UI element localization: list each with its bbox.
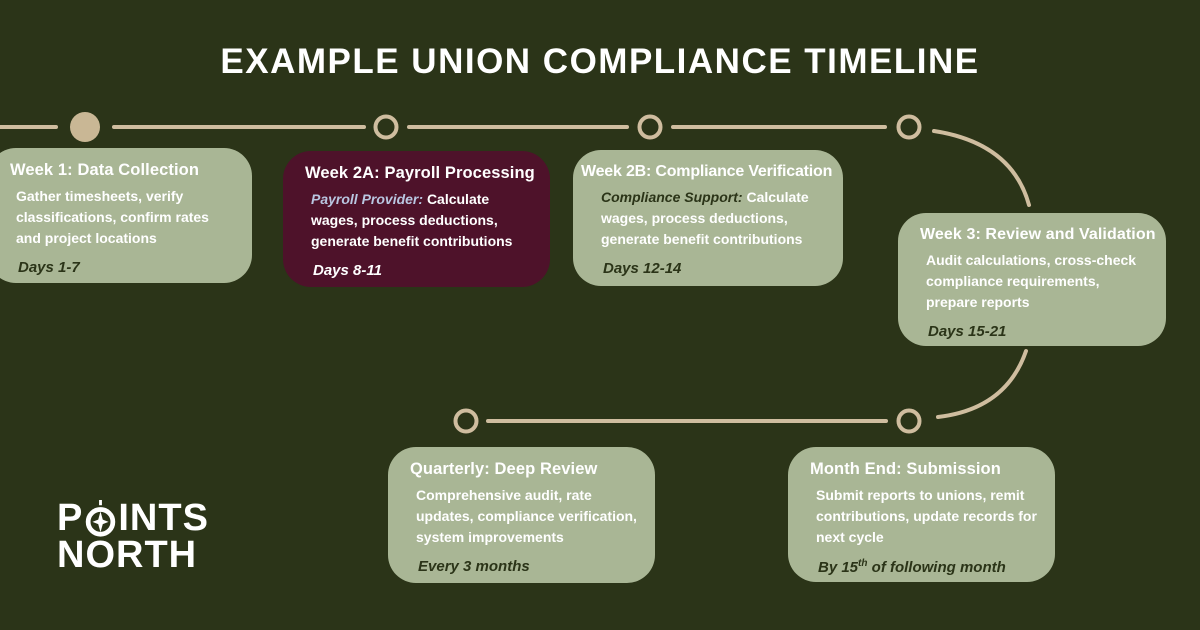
card-body: Audit calculations, cross-check complian… [926, 252, 1137, 310]
timeline-node-ring [896, 114, 922, 140]
card-body: Compliance Support: Calculate wages, pro… [601, 187, 827, 250]
card-title: Quarterly: Deep Review [410, 460, 598, 478]
card-week1-data-collection: Week 1: Data Collection Gather timesheet… [0, 148, 252, 283]
card-lead: Compliance Support: [601, 189, 743, 205]
card-monthend-submission: Month End: Submission Submit reports to … [788, 447, 1055, 582]
card-title: Month End: Submission [810, 460, 1001, 478]
card-footer: By 15th of following month [818, 558, 1039, 576]
timeline-node-ring [637, 114, 663, 140]
card-title: Week 2A: Payroll Processing [305, 164, 535, 182]
logo-line-2: NORTH [57, 534, 209, 576]
card-quarterly-deep-review: Quarterly: Deep Review Comprehensive aud… [388, 447, 655, 583]
timeline-node-ring [373, 114, 399, 140]
timeline-node-ring [453, 408, 479, 434]
card-body: Gather timesheets, verify classification… [16, 188, 209, 246]
card-footer: Days 12-14 [603, 260, 682, 277]
timeline-curve-down [932, 129, 1031, 207]
card-footer: Days 8-11 [313, 262, 382, 279]
card-title: Week 2B: Compliance Verification [581, 163, 833, 180]
compass-rose-icon [86, 499, 116, 537]
card-week3-review-validation: Week 3: Review and Validation Audit calc… [898, 213, 1166, 346]
logo-text-ints: INTS [118, 497, 209, 539]
card-body: Payroll Provider: Calculate wages, proce… [311, 189, 534, 252]
footer-ordinal: th [858, 558, 868, 569]
logo-text-p: P [57, 497, 84, 539]
card-footer: Days 1-7 [18, 259, 80, 276]
card-week2a-payroll-processing: Week 2A: Payroll Processing Payroll Prov… [283, 151, 550, 287]
footer-suffix: of following month [871, 559, 1006, 576]
footer-prefix: By 15 [818, 559, 859, 576]
card-body: Comprehensive audit, rate updates, compl… [416, 487, 637, 545]
page-title: EXAMPLE UNION COMPLIANCE TIMELINE [220, 42, 980, 81]
logo-text-north: NORTH [57, 534, 198, 576]
timeline-node-ring [896, 408, 922, 434]
card-footer: Days 15-21 [928, 323, 1007, 340]
card-lead: Payroll Provider: [311, 191, 424, 207]
timeline-node-filled [70, 112, 100, 142]
card-body-text: Calculate wages, process deductions, gen… [311, 191, 513, 249]
card-body: Submit reports to unions, remit contribu… [816, 487, 1037, 545]
card-body-text: Calculate wages, process deductions, gen… [601, 189, 809, 247]
timeline-curve-up [936, 349, 1028, 419]
points-north-logo: P INTS NORTH [57, 497, 209, 576]
card-title: Week 1: Data Collection [10, 161, 200, 179]
logo-line-1: P INTS [57, 497, 209, 539]
card-title: Week 3: Review and Validation [920, 226, 1156, 243]
card-footer: Every 3 months [418, 558, 530, 575]
card-week2b-compliance-verification: Week 2B: Compliance Verification Complia… [573, 150, 843, 286]
